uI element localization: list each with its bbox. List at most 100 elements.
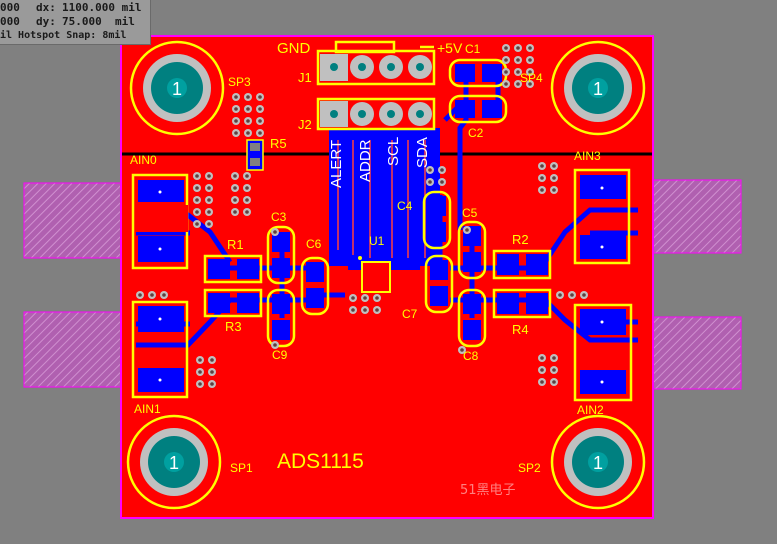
via-hole <box>540 188 544 192</box>
via-hole <box>582 293 586 297</box>
via-hole <box>375 296 379 300</box>
svg-text:1: 1 <box>593 453 603 473</box>
via-hole <box>528 46 532 50</box>
cap-c4[interactable] <box>422 190 452 250</box>
via-hole <box>246 119 250 123</box>
via-hole <box>540 164 544 168</box>
via-hole <box>234 131 238 135</box>
via-hole <box>540 176 544 180</box>
via-hole <box>552 380 556 384</box>
cap-c7[interactable] <box>424 254 454 314</box>
keepout-left-top <box>23 182 137 259</box>
via-hole <box>210 370 214 374</box>
resistor-r5[interactable] <box>246 139 264 171</box>
via-hole <box>351 308 355 312</box>
via-hole <box>351 296 355 300</box>
keepout-left-bottom <box>23 311 137 388</box>
via-hole <box>195 222 199 226</box>
via-hole <box>528 70 532 74</box>
cap-c9[interactable] <box>266 288 296 348</box>
via-hole <box>245 198 249 202</box>
via-hole <box>198 358 202 362</box>
keepout-regions <box>23 179 742 390</box>
label-c7: C7 <box>402 307 418 321</box>
label-alert: ALERT <box>328 140 345 188</box>
label-ain0: AIN0 <box>130 153 157 167</box>
via-hole <box>207 186 211 190</box>
mounting-holes: 1 1 1 1 <box>126 40 646 510</box>
via-hole <box>552 176 556 180</box>
via-hole <box>428 180 432 184</box>
via-hole <box>198 370 202 374</box>
label-c2: C2 <box>468 126 484 140</box>
ic-u1[interactable] <box>358 256 391 293</box>
via-hole <box>540 380 544 384</box>
via-hole <box>258 119 262 123</box>
via-hole <box>246 131 250 135</box>
connector-ain1[interactable] <box>131 300 189 399</box>
via-hole <box>233 174 237 178</box>
label-j2: J2 <box>298 117 312 132</box>
connector-ain0[interactable] <box>131 173 189 270</box>
label-r5: R5 <box>270 136 287 151</box>
label-r1: R1 <box>227 237 244 252</box>
label-vcc: +5V <box>437 40 463 56</box>
hud-snap: il Hotspot Snap: 8mil <box>0 30 127 41</box>
via-hole <box>207 174 211 178</box>
mount-hole-bl: 1 <box>126 414 222 510</box>
via-hole <box>528 82 532 86</box>
label-r3: R3 <box>225 319 242 334</box>
cap-c3[interactable] <box>266 225 296 285</box>
label-ain1: AIN1 <box>134 402 161 416</box>
label-c1: C1 <box>465 42 481 56</box>
label-u1: U1 <box>369 234 385 248</box>
hud-dx-label: dx: <box>36 1 56 14</box>
resistor-r2[interactable] <box>492 249 552 280</box>
via-hole <box>273 230 277 234</box>
resistor-r4[interactable] <box>492 288 552 319</box>
via-hole <box>207 210 211 214</box>
bottom-copper <box>329 128 440 270</box>
via-hole <box>245 174 249 178</box>
via-hole <box>138 293 142 297</box>
via-hole <box>516 46 520 50</box>
label-scl: SCL <box>385 137 402 166</box>
cap-c2[interactable] <box>448 94 508 124</box>
header-j2[interactable] <box>316 97 436 131</box>
label-c4: C4 <box>397 199 413 213</box>
pin-labels: ALERT ADDR SCL SDA <box>328 137 431 188</box>
via-hole <box>540 368 544 372</box>
cap-c8[interactable] <box>457 288 487 348</box>
via-hole <box>233 186 237 190</box>
via-hole <box>234 107 238 111</box>
label-c8: C8 <box>463 349 479 363</box>
via-hole <box>504 46 508 50</box>
label-ain3: AIN3 <box>574 149 601 163</box>
via-hole <box>552 356 556 360</box>
hud-dy-label: dy: <box>36 15 56 28</box>
via-clusters <box>136 44 588 388</box>
via-hole <box>245 210 249 214</box>
via-hole <box>258 131 262 135</box>
via-hole <box>233 198 237 202</box>
via-hole <box>504 82 508 86</box>
via-hole <box>246 107 250 111</box>
via-hole <box>207 222 211 226</box>
via-hole <box>195 174 199 178</box>
header-j1[interactable] <box>316 49 436 86</box>
resistor-r1[interactable] <box>203 254 263 284</box>
via-hole <box>363 308 367 312</box>
via-hole <box>440 168 444 172</box>
label-sp2: SP2 <box>518 461 541 475</box>
via-hole <box>258 107 262 111</box>
cap-c6[interactable] <box>300 256 330 316</box>
label-c3: C3 <box>271 210 287 224</box>
resistor-r3[interactable] <box>203 288 263 318</box>
via-hole <box>233 210 237 214</box>
via-hole <box>246 95 250 99</box>
via-hole <box>207 198 211 202</box>
label-title: ADS1115 <box>277 450 364 473</box>
label-sp4: SP4 <box>520 71 543 85</box>
label-r2: R2 <box>512 232 529 247</box>
